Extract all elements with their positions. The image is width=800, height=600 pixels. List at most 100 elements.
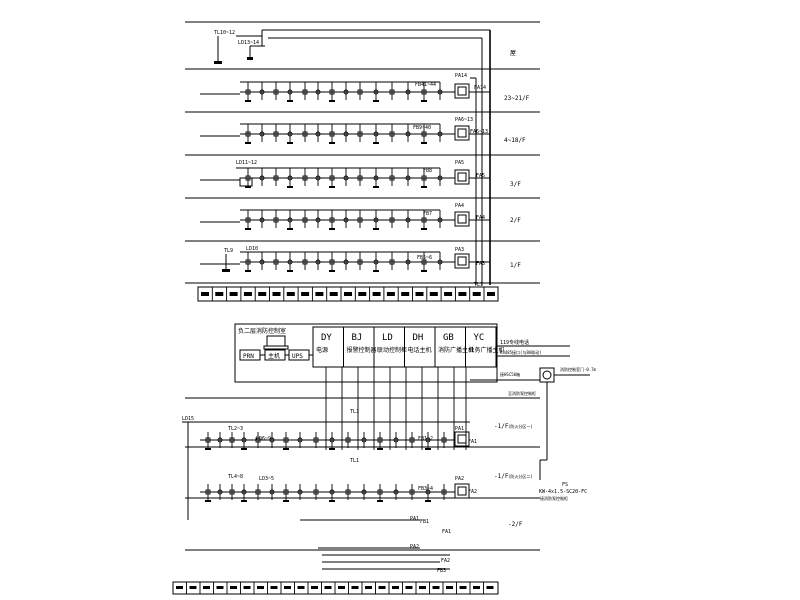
cabinet-name: 联动控制柜 <box>377 346 407 354</box>
device-symbol <box>273 217 279 223</box>
device-symbol <box>373 259 379 265</box>
legend-cell-mark <box>392 586 399 589</box>
device-base <box>425 448 431 450</box>
device-base <box>205 500 211 502</box>
device-symbol <box>245 217 251 223</box>
device-symbol <box>393 437 399 443</box>
device-symbol <box>329 89 335 95</box>
device-symbol <box>329 175 335 181</box>
fb-label-23: FB41~44 <box>415 82 436 88</box>
legend-cell-mark <box>284 586 291 589</box>
device-symbol <box>205 437 211 443</box>
device-symbol <box>241 437 247 443</box>
device-symbol <box>315 131 321 137</box>
fa-right-2: FA4 <box>476 215 485 221</box>
basement-row <box>200 483 470 502</box>
device-base <box>329 228 335 230</box>
device-symbol <box>405 89 411 95</box>
device-base <box>287 228 293 230</box>
floor-row <box>200 251 490 272</box>
fa-inner <box>457 486 467 496</box>
device-symbol <box>259 89 265 95</box>
ext-rs485: RS485接口(与BA联动) <box>500 349 542 355</box>
legend-cell-mark <box>203 586 210 589</box>
device-base <box>373 270 379 272</box>
device-symbol <box>345 437 351 443</box>
cable-note: 接消防泵控制柜 <box>540 495 568 501</box>
device-symbol <box>405 131 411 137</box>
legend-bottom-cells <box>172 582 494 594</box>
fa-label-4: PA6~13 <box>455 117 473 123</box>
b1-fa-right: FA1 <box>468 439 477 445</box>
device-symbol <box>229 437 235 443</box>
device-symbol <box>241 489 247 495</box>
device-base <box>421 228 427 230</box>
device-symbol <box>389 217 395 223</box>
device-symbol <box>302 175 308 181</box>
legend-cell-mark <box>486 586 494 589</box>
legend-top-cells <box>197 287 495 301</box>
roof-tl-label: TL10~12 <box>214 30 235 36</box>
device-symbol <box>373 175 379 181</box>
device-symbol <box>269 437 275 443</box>
device-base <box>245 100 251 102</box>
device-symbol <box>437 175 443 181</box>
ext-119: 119专线电话 <box>500 339 529 346</box>
b1-fb: FB1~2 <box>418 436 433 442</box>
device-base <box>373 142 379 144</box>
fa-inner <box>457 214 467 224</box>
device-symbol <box>345 489 351 495</box>
fa-inner <box>457 434 467 444</box>
device-base <box>287 270 293 272</box>
legend-cell-mark <box>329 292 338 296</box>
prn-label: PRN <box>243 353 254 360</box>
legend-cell-mark <box>458 292 467 296</box>
device-symbol <box>425 489 431 495</box>
fb-label-1: FB5~6 <box>417 255 432 261</box>
legend-cell-mark <box>365 586 372 589</box>
fa-right-3: FA5 <box>476 173 485 179</box>
legend-cell-mark <box>444 292 453 296</box>
cabinet-code: LD <box>382 333 393 343</box>
control-room: 负二层消防控制室 PRN 主机 UPS <box>234 323 498 383</box>
device-symbol <box>313 489 319 495</box>
legend-cell-mark <box>258 292 267 296</box>
bl-fa1: FA1 <box>442 529 451 535</box>
ld15-label: LD15 <box>182 416 194 422</box>
device-base <box>377 500 383 502</box>
cable-b-1: 消防控制室门-0.7m <box>560 366 597 372</box>
device-symbol <box>437 217 443 223</box>
cabinet-box <box>465 326 497 368</box>
legend-cell-mark <box>487 292 495 296</box>
legend-cell-mark <box>176 586 183 589</box>
device-base <box>373 186 379 188</box>
device-symbol <box>313 437 319 443</box>
cabinet-name: 消防广播主机 <box>438 346 474 354</box>
device-symbol <box>329 437 335 443</box>
fb-label-2: FB7 <box>423 211 432 217</box>
floor-sub-b1: (防火分区一) <box>508 423 533 429</box>
legend-cell-mark <box>243 586 251 589</box>
device-symbol <box>259 175 265 181</box>
host-label: 主机 <box>268 352 280 360</box>
device-symbol <box>373 131 379 137</box>
floor-label-roof: 屋 <box>510 50 516 57</box>
device-symbol <box>441 437 447 443</box>
device-symbol <box>343 131 349 137</box>
legend-cell-mark <box>459 586 467 589</box>
device-symbol <box>259 259 265 265</box>
b1b-fa-right: FA2 <box>468 489 477 495</box>
fa-label-3: PA5 <box>455 160 464 166</box>
device-symbol <box>315 259 321 265</box>
device-base <box>329 448 335 450</box>
floor-label-b1b: -1/F <box>494 473 509 480</box>
device-symbol <box>245 89 251 95</box>
legend-cell-mark <box>473 586 480 589</box>
fa-box <box>454 169 470 185</box>
device-symbol <box>287 259 293 265</box>
tl-label-1: TL9 <box>224 248 233 254</box>
device-symbol <box>437 131 443 137</box>
legend-cell-mark <box>344 292 352 296</box>
basement-labels: PA1 FB1~2 FA1 TL2~3 LD6~9 PA2 FB3~4 FA2 … <box>228 426 477 495</box>
